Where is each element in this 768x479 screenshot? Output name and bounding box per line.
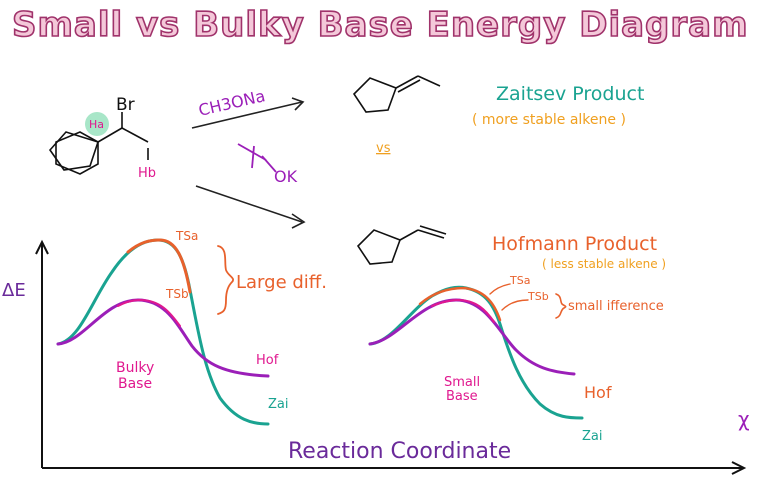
reaction-arrows (191, 97, 306, 229)
right-energy-diagram (368, 283, 584, 420)
left-base-label-1: Bulky (116, 360, 154, 376)
right-ts-b-label: TSb (527, 290, 549, 303)
right-base-label-1: Small (444, 375, 480, 390)
right-ts-a-peak (418, 286, 502, 322)
small-base-reagent: CH3ONa (197, 86, 267, 120)
zaitsev-structure (352, 75, 441, 113)
left-ts-a-label: TSa (175, 229, 198, 243)
right-ts-b-peak (431, 298, 495, 323)
x-axis-symbol: χ (738, 407, 750, 431)
tert-butyl-skeleton (237, 143, 277, 173)
left-zaitsev-curve (56, 238, 270, 426)
hofmann-product-label: Hofmann Product (492, 233, 657, 255)
hb-label: Hb (138, 166, 156, 181)
left-ts-a-peak (126, 238, 192, 294)
right-base-label-2: Base (446, 389, 478, 404)
left-ts-b-peak (117, 298, 181, 327)
vs-label: vs (376, 141, 391, 156)
right-ts-pointer-a (489, 283, 511, 295)
cyclopentane-ring (48, 131, 100, 171)
left-ts-b-label: TSb (165, 287, 189, 301)
right-ts-pointer-b (501, 299, 529, 311)
ha-highlight (85, 112, 109, 136)
axes (35, 239, 747, 475)
right-hof-label: Hof (584, 383, 612, 402)
ha-label: Ha (89, 118, 104, 131)
bulky-base-reagent: OK (274, 167, 298, 186)
page-title: Small vs Bulky Base Energy Diagram (12, 5, 749, 45)
right-ts-a-label: TSa (509, 274, 530, 287)
left-bracket (217, 245, 234, 315)
right-annotation: small ifference (568, 299, 664, 314)
left-energy-diagram (56, 238, 270, 426)
left-hofmann-curve (56, 298, 270, 378)
br-label: Br (116, 95, 135, 115)
x-axis-label: Reaction Coordinate (288, 439, 511, 464)
right-bracket (555, 293, 567, 319)
hofmann-product-note: ( less stable alkene ) (542, 257, 666, 271)
left-annotation: Large diff. (236, 272, 327, 293)
y-axis-label: ΔE (2, 280, 26, 301)
right-hofmann-curve (368, 298, 576, 376)
left-zai-label: Zai (268, 397, 288, 412)
hofmann-structure (356, 225, 447, 265)
substrate-structure (55, 112, 149, 175)
left-base-label-2: Base (118, 376, 152, 392)
zaitsev-product-label: Zaitsev Product (496, 83, 644, 105)
right-zai-label: Zai (582, 429, 602, 444)
left-hof-label: Hof (256, 353, 279, 368)
zaitsev-product-note: ( more stable alkene ) (472, 112, 626, 128)
